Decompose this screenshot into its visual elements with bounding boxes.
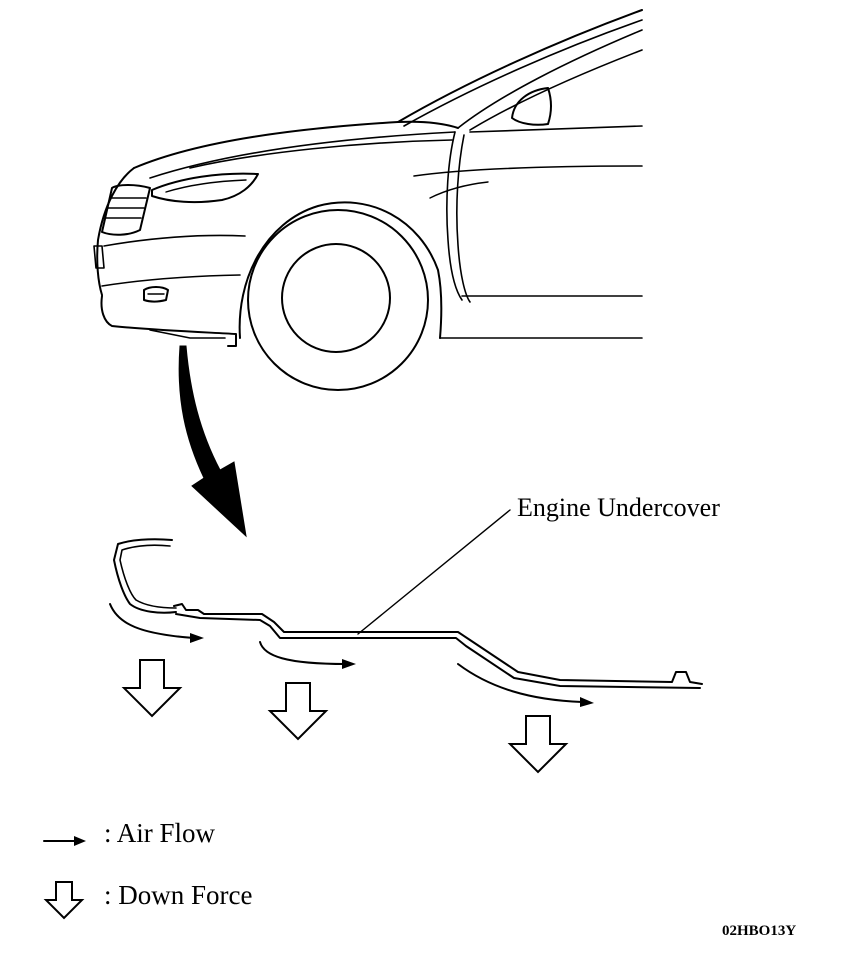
engine-undercover-label: Engine Undercover: [517, 493, 720, 522]
hood-top-line: [133, 120, 459, 169]
headlamp-inner: [165, 179, 247, 193]
body-side-crease: [413, 165, 643, 177]
wheel-rim: [281, 243, 391, 353]
hood-crease: [149, 131, 456, 179]
bumper-lower-line: [101, 274, 241, 287]
bumper-bottom: [100, 295, 237, 347]
undercover-panel-bottom: [175, 613, 701, 689]
zoom-pointer-arrow: [178, 345, 247, 538]
body-side-crease-2: [429, 181, 489, 199]
undercover-panel-top: [173, 603, 703, 685]
door-front-line: [456, 134, 471, 303]
down-force-arrow-3: [507, 715, 569, 774]
car-front-illustration: [93, 9, 643, 391]
legend-down-force-text: : Down Force: [104, 880, 252, 910]
figure-code: 02HBO13Y: [722, 923, 796, 939]
air-flow-arrowhead-2: [342, 659, 356, 669]
bumper-upper-line: [103, 234, 246, 247]
undercover-tab-on-car: [149, 329, 226, 339]
window-bottom-line: [469, 125, 643, 133]
fender-top-line: [446, 131, 463, 301]
air-flow-arrow-3: [457, 663, 583, 703]
legend: : Air Flow : Down Force: [43, 818, 252, 920]
windshield-line: [397, 9, 643, 123]
air-flow-arrow-1: [109, 603, 195, 639]
air-flow-arrowhead-3: [580, 697, 594, 707]
air-flow-arrows: [109, 603, 594, 707]
down-force-arrows: [121, 659, 569, 774]
front-face-line: [96, 167, 135, 296]
down-force-arrow-1: [121, 659, 183, 718]
hollow-down-arrow-icon: [43, 881, 85, 920]
legend-air-flow-text: : Air Flow: [104, 818, 216, 848]
license-area: [93, 245, 105, 269]
wheel-arch: [238, 201, 443, 339]
headlamp: [151, 172, 259, 204]
a-pillar: [457, 29, 643, 129]
undercover-section: [113, 509, 703, 689]
roof-edge: [469, 49, 643, 131]
bumper-lip-outer: [113, 538, 177, 614]
hood-front-edge: [189, 139, 453, 169]
windshield-line-inner: [403, 19, 643, 127]
fog-lamp: [143, 286, 169, 303]
pointer-arrow-shape: [178, 345, 247, 538]
side-mirror: [511, 87, 552, 126]
bumper-lip-inner: [119, 544, 177, 609]
tire: [247, 209, 429, 391]
grille-outline: [101, 184, 151, 236]
callout-leader-line: [357, 509, 511, 635]
down-force-arrow-2: [267, 682, 329, 741]
air-flow-arrowhead-1: [190, 633, 204, 643]
air-flow-arrow-2: [259, 641, 347, 665]
arrow-right-icon: [43, 836, 86, 846]
